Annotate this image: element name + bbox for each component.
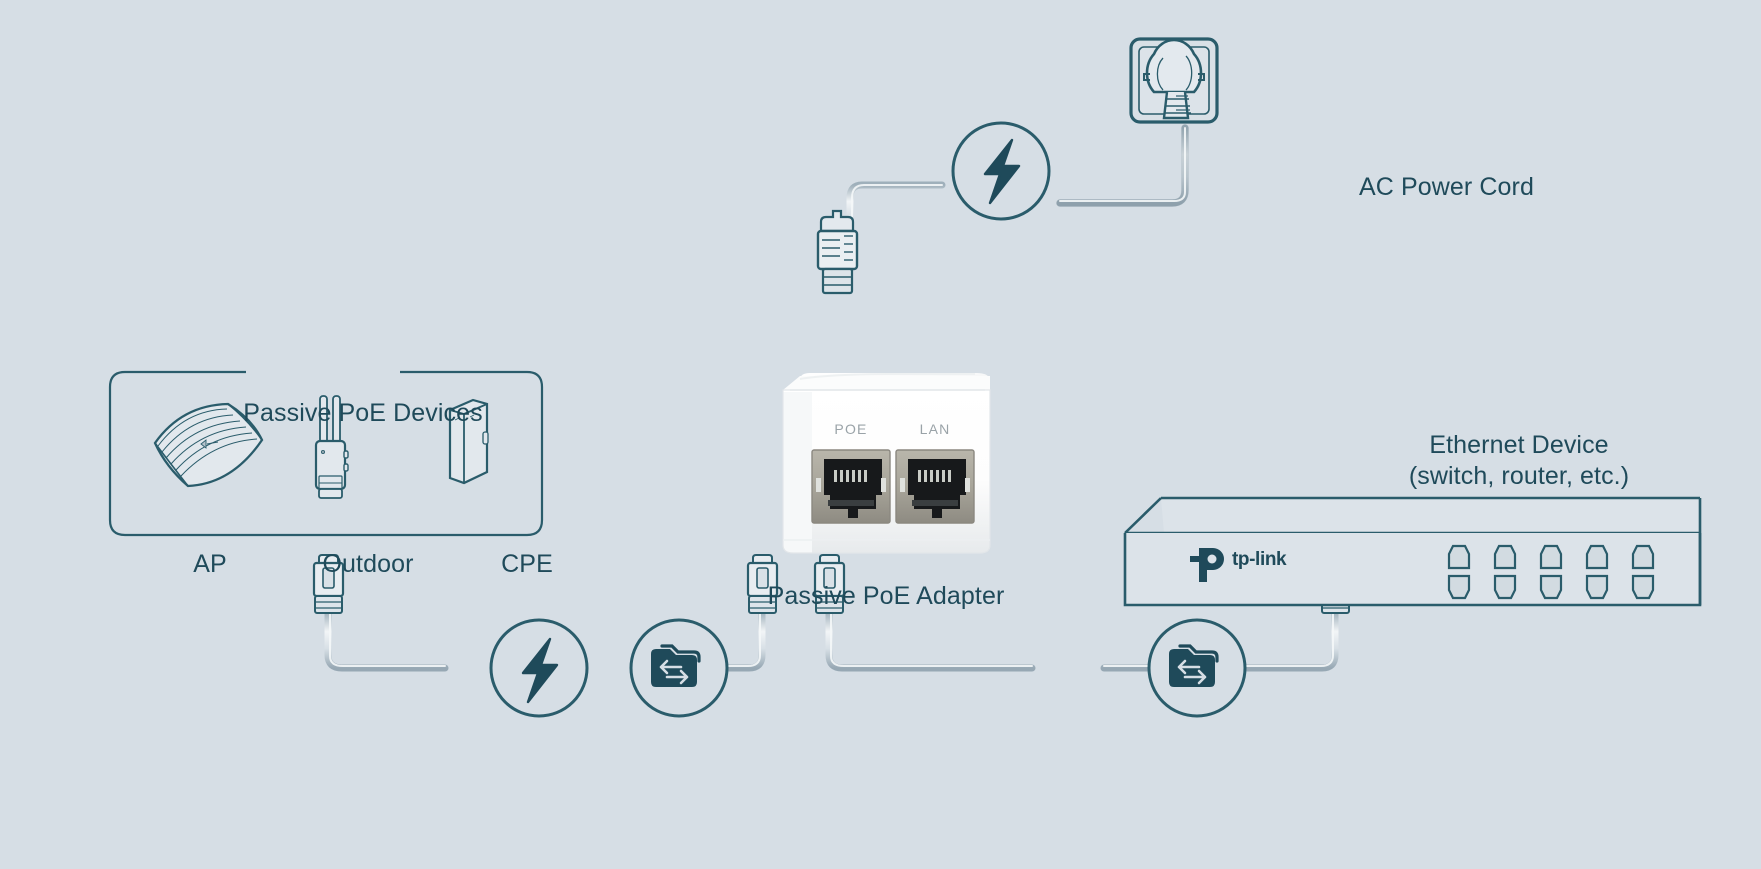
adapter-port-label-lan: LAN xyxy=(919,421,951,437)
power-bolt-icon-top xyxy=(951,121,1051,221)
power-bolt-icon-left xyxy=(489,618,589,718)
switch-port-array xyxy=(1447,544,1655,600)
poe-device-cable xyxy=(324,608,766,672)
ac-power-cable xyxy=(846,124,1189,236)
wall-socket-icon xyxy=(1129,37,1219,124)
ac-plug-icon xyxy=(816,209,859,295)
tplink-logo-icon xyxy=(1190,548,1224,582)
passive-poe-adapter-image xyxy=(782,373,991,554)
poe-device-label-ap: AP xyxy=(193,550,227,578)
ac-power-cord-label: AC Power Cord xyxy=(1359,173,1534,201)
poe-device-label-cpe: CPE xyxy=(501,550,553,578)
cpe-device-icon xyxy=(448,398,489,485)
rj45-connector-adapter-poe xyxy=(746,554,779,614)
ethernet-switch-image xyxy=(1123,496,1702,607)
adapter-poe-jack xyxy=(811,449,891,524)
passive-poe-devices-box xyxy=(108,370,544,537)
data-transfer-icon-right xyxy=(1147,618,1247,718)
rj45-connector-adapter-lan xyxy=(813,554,846,614)
adapter-port-label-poe: POE xyxy=(834,421,868,437)
rj45-connector-left-device xyxy=(312,554,345,614)
tplink-brand-label: tp-link xyxy=(1232,549,1287,570)
ceiling-access-point-icon xyxy=(153,402,264,488)
outdoor-access-point-icon xyxy=(314,395,349,499)
data-transfer-icon-left xyxy=(629,618,729,718)
lan-cable xyxy=(825,608,1339,672)
adapter-lan-jack xyxy=(895,449,975,524)
passive-poe-adapter-label: Passive PoE Adapter xyxy=(767,582,1005,610)
poe-device-label-outdoor: Outdoor xyxy=(322,550,414,578)
ethernet-device-label-line1: Ethernet Device xyxy=(1429,431,1609,459)
ethernet-device-label-line2: (switch, router, etc.) xyxy=(1408,462,1630,490)
passive-poe-devices-label: Passive PoE Devices xyxy=(243,399,483,427)
